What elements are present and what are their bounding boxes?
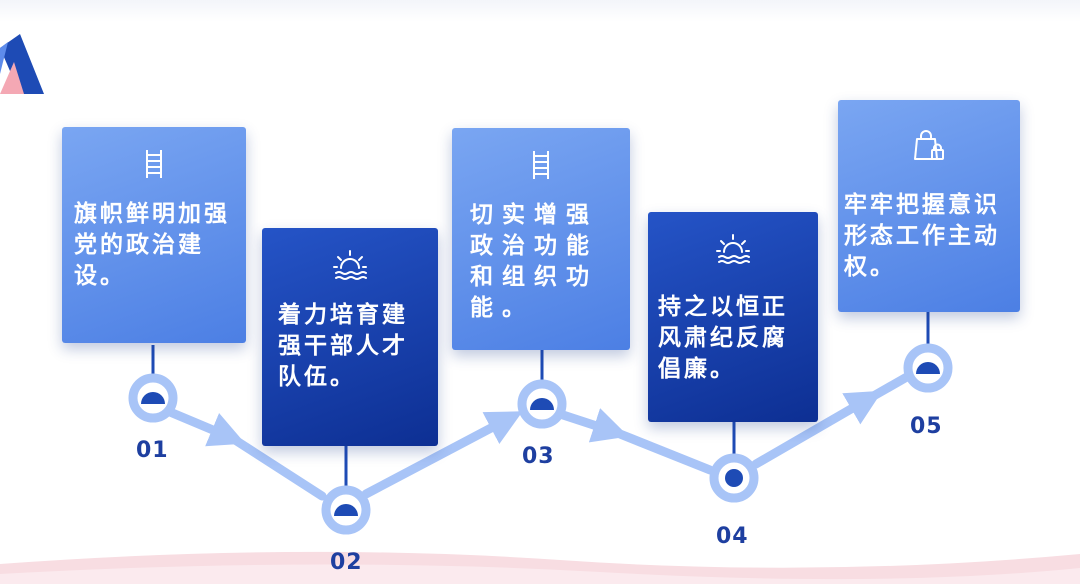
top-banner xyxy=(0,0,1080,22)
step-card-03: 切实增强政治功能和组织功能。 xyxy=(452,128,630,350)
corner-logo xyxy=(0,34,44,94)
step-card-02: 着力培育建强干部人才队伍。 xyxy=(262,228,438,446)
lock-bag-icon xyxy=(914,130,944,160)
step-card-04: 持之以恒正风肃纪反腐倡廉。 xyxy=(648,212,818,422)
step-card-01: 旗帜鲜明加强党的政治建设。 xyxy=(62,127,246,343)
step-text: 着力培育建强干部人才队伍。 xyxy=(278,302,408,390)
step-number-03: 03 xyxy=(522,444,555,469)
step-card-05: 牢牢把握意识形态工作主动权。 xyxy=(838,100,1020,312)
step-number-02: 02 xyxy=(330,550,363,575)
step-text: 牢牢把握意识形态工作主动权。 xyxy=(844,192,1000,280)
step-number-04: 04 xyxy=(716,524,749,549)
sunrise-icon xyxy=(716,234,750,264)
step-text: 旗帜鲜明加强党的政治建设。 xyxy=(74,201,230,289)
step-number-05: 05 xyxy=(910,414,943,439)
ladder-icon xyxy=(146,150,162,178)
step-text: 切实增强政治功能和组织功能。 xyxy=(470,202,598,321)
bottom-decoration xyxy=(0,551,1080,584)
sunrise-icon xyxy=(333,250,367,280)
ladder-icon xyxy=(533,151,549,179)
step-number-01: 01 xyxy=(136,438,169,463)
step-text: 持之以恒正风肃纪反腐倡廉。 xyxy=(658,294,788,382)
